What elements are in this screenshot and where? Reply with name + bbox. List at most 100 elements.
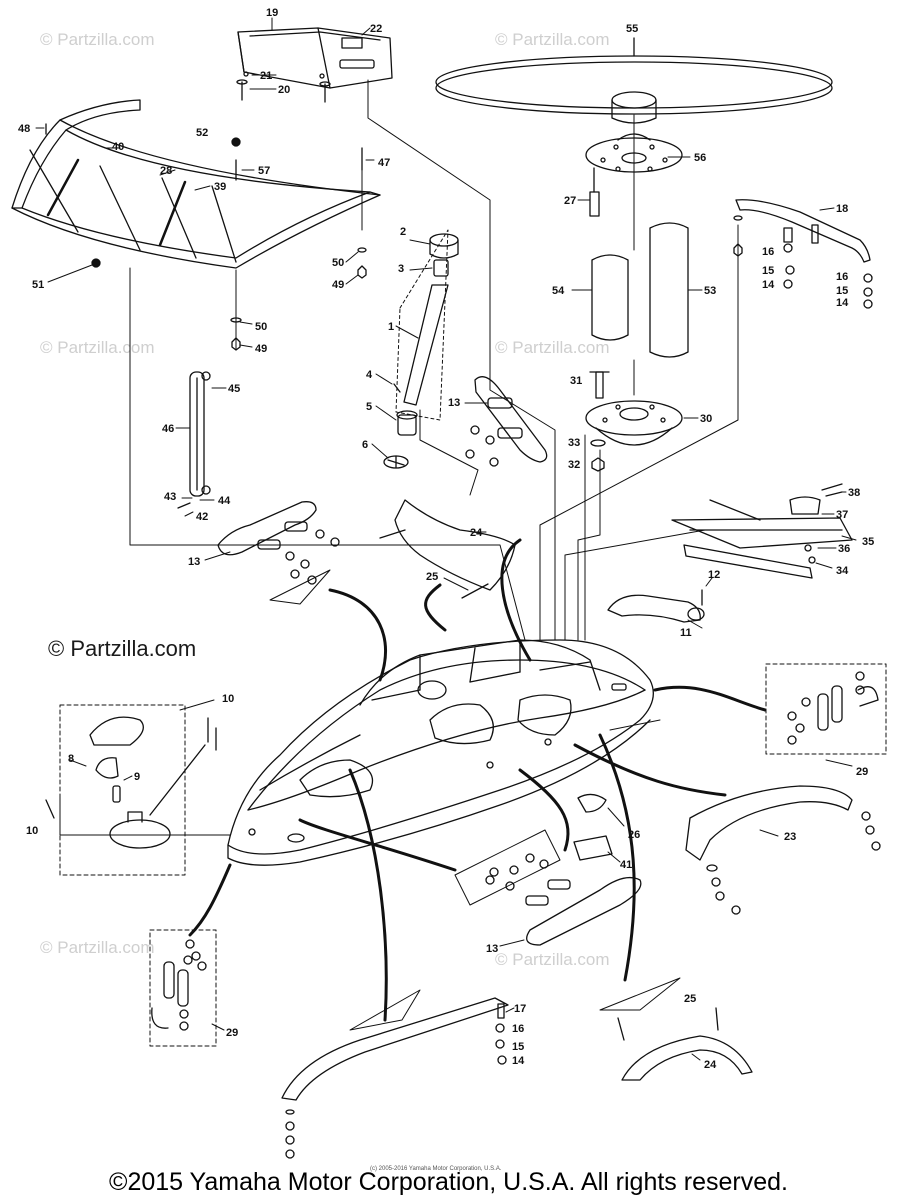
connector-lines (59, 79, 739, 836)
part-55-ring (435, 37, 833, 115)
micro-copyright: (c) 2005-2016 Yamaha Motor Corporation, … (370, 1166, 502, 1172)
callout-38: 38 (848, 487, 860, 499)
callout-17: 17 (514, 1003, 526, 1015)
callout-40: 40 (112, 141, 124, 153)
routing-curves (188, 538, 767, 1022)
callout-labels: 1 2 3 4 5 6 8 9 10 10 11 12 13 13 13 14 … (18, 7, 874, 1071)
callout-16b: 16 (836, 271, 848, 283)
part-17-rail (281, 989, 515, 1159)
callout-24a: 24 (470, 527, 483, 539)
part-1-pedestal-post (371, 229, 459, 469)
callout-28: 28 (160, 165, 172, 177)
callout-21: 21 (260, 70, 272, 82)
callout-20: 20 (278, 84, 290, 96)
callout-53: 53 (704, 285, 716, 297)
callout-50b: 50 (255, 321, 267, 333)
part-56-upper-flange (585, 91, 691, 173)
callout-14a: 14 (762, 279, 775, 291)
callout-1: 1 (388, 321, 394, 333)
callout-6: 6 (362, 439, 368, 451)
part-27-screw (577, 167, 600, 217)
callout-8: 8 (68, 753, 74, 765)
callout-44: 44 (218, 495, 231, 507)
boat-hull (227, 639, 654, 866)
part-51-leader (47, 264, 93, 283)
callout-15b: 15 (836, 285, 848, 297)
part-48-pin (35, 123, 47, 135)
watermark-top-left: © Partzilla.com (40, 30, 155, 49)
part-30-lower-flange (585, 371, 699, 472)
callout-51: 51 (32, 279, 44, 291)
callout-34: 34 (836, 565, 849, 577)
callout-47: 47 (378, 157, 390, 169)
part-28-windshield-frame (11, 99, 381, 269)
callout-16c: 16 (512, 1023, 524, 1035)
part-8-fitting-box (45, 699, 217, 876)
part-29-bracket-left (149, 929, 225, 1047)
watermark-low-right: © Partzilla.com (495, 950, 610, 969)
callout-25b: 25 (684, 993, 696, 1005)
part-46-strap (175, 371, 227, 517)
part-18-handle (733, 199, 873, 309)
callout-25a: 25 (426, 571, 438, 583)
callout-11: 11 (680, 627, 692, 639)
callout-36: 36 (838, 543, 850, 555)
part-51-dot (91, 258, 101, 268)
callout-5: 5 (366, 401, 372, 413)
callout-16a: 16 (762, 246, 774, 258)
callout-14c: 14 (512, 1055, 525, 1067)
callout-48: 48 (18, 123, 30, 135)
part-26-plate (577, 793, 625, 827)
part-24-cushion-lower (599, 977, 753, 1081)
part-13-cleat-upper (464, 376, 548, 467)
callout-23: 23 (784, 831, 796, 843)
callout-12: 12 (708, 569, 720, 581)
callout-26: 26 (628, 829, 640, 841)
callout-35: 35 (862, 536, 874, 548)
callout-41: 41 (620, 859, 632, 871)
part-23-handrail (685, 785, 881, 915)
part-47-pin (361, 147, 375, 171)
callout-24b: 24 (704, 1059, 717, 1071)
callout-42: 42 (196, 511, 208, 523)
callout-15c: 15 (512, 1041, 524, 1053)
callout-33: 33 (568, 437, 580, 449)
callout-9: 9 (134, 771, 140, 783)
part-24-cushion-upper (379, 499, 516, 599)
callout-10b: 10 (26, 825, 38, 837)
part-49-50-washers (230, 247, 367, 351)
callout-29b: 29 (226, 1027, 238, 1039)
callout-13b: 13 (188, 556, 200, 568)
part-11-light (607, 577, 713, 629)
part-19-cooler-box (236, 17, 393, 103)
callout-31: 31 (570, 375, 582, 387)
callout-4: 4 (366, 369, 373, 381)
part-13-cleat-lower (454, 829, 642, 947)
callout-2: 2 (400, 226, 406, 238)
part-29-bracket-right (765, 663, 887, 767)
callout-29a: 29 (856, 766, 868, 778)
callout-15a: 15 (762, 265, 774, 277)
part-41-pad (573, 835, 621, 863)
part-57-pin (235, 159, 255, 181)
callout-52: 52 (196, 127, 208, 139)
copyright-footer: ©2015 Yamaha Motor Corporation, U.S.A. A… (109, 1168, 788, 1196)
callout-32: 32 (568, 459, 580, 471)
callout-10a: 10 (222, 693, 234, 705)
callout-49b: 49 (255, 343, 267, 355)
callout-14b: 14 (836, 297, 849, 309)
callout-39: 39 (214, 181, 226, 193)
callout-46: 46 (162, 423, 174, 435)
callout-56: 56 (694, 152, 706, 164)
part-52-dot (231, 137, 241, 147)
callout-43: 43 (164, 491, 176, 503)
callout-30: 30 (700, 413, 712, 425)
watermark-top-right: © Partzilla.com (495, 30, 610, 49)
callout-13c: 13 (486, 943, 498, 955)
callout-55: 55 (626, 23, 638, 35)
callout-19: 19 (266, 7, 278, 19)
callout-13a: 13 (448, 397, 460, 409)
callout-54: 54 (552, 285, 565, 297)
part-53-54-cylinders (571, 222, 703, 358)
